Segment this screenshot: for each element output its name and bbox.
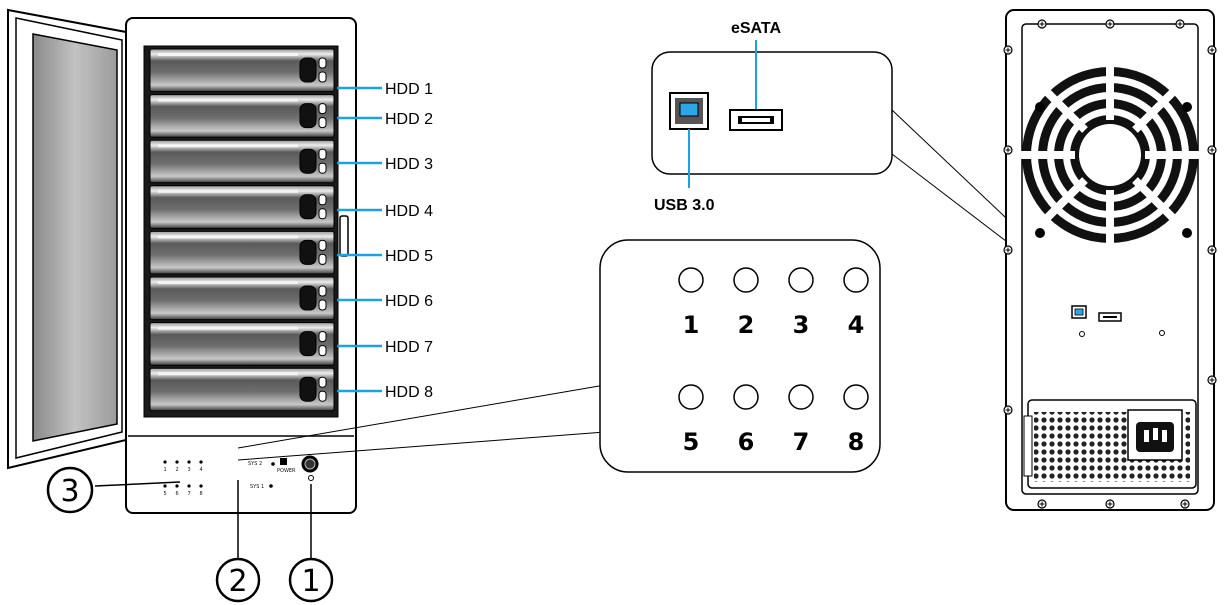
power-icon [308,475,314,481]
callout-1: 1 [288,484,334,603]
drive-tray[interactable] [149,185,335,229]
led-number: 2 [738,311,755,339]
sys-power-panel: SYS 2 POWER SYS 1 [248,455,319,490]
front-led-number: 1 [164,467,167,473]
front-led-number: 5 [164,491,167,497]
front-led [199,484,203,488]
led-indicator [733,384,759,410]
drive-tray[interactable] [149,94,335,138]
front-led-panel: 1 2 3 4 5 6 7 8 [163,460,203,497]
front-led-number: 4 [200,467,203,473]
drive-tray[interactable] [149,48,335,93]
power-supply [1023,399,1197,489]
led-indicator [678,267,704,293]
led-indicator [788,384,814,410]
usb-port [669,92,709,130]
tray-handle[interactable] [299,103,317,129]
callout-3: 3 [46,466,181,514]
tray-handle[interactable] [299,285,317,311]
drive-tray[interactable] [149,139,335,184]
front-led [187,460,191,464]
led-indicator [843,384,869,410]
led-number: 1 [683,311,700,339]
rear-esata-port [1098,312,1122,322]
tray-handle[interactable] [299,331,317,357]
hdd-label: HDD 1 [385,81,433,98]
drive-tray[interactable] [149,322,335,366]
front-led [163,484,167,488]
sys1-led [269,484,273,488]
led-indicator [788,267,814,293]
usb-label: USB 3.0 [654,197,715,214]
hdd-label: HDD 5 [385,248,433,265]
front-led-number: 2 [176,467,179,473]
rear-screws [1003,19,1217,509]
door-latch [339,215,349,257]
sys2-led [271,462,275,466]
hdd-label: HDD 2 [385,111,433,128]
led-number: 8 [848,428,865,456]
callout-2-label: 2 [228,564,247,599]
front-door [7,8,127,470]
hdd-label: HDD 7 [385,339,433,356]
led-number: 6 [738,428,755,456]
drive-tray[interactable] [149,230,335,275]
front-led-number: 7 [188,491,191,497]
hdd-label: HDD 6 [385,293,433,310]
sys1-label: SYS 1 [250,484,264,490]
rear-view [1003,9,1217,511]
led-number: 5 [683,428,700,456]
fan-grille [1018,63,1202,247]
led-number: 7 [793,428,810,456]
front-led [187,484,191,488]
rear-screw-small [1079,331,1085,337]
front-led-number: 3 [188,467,191,473]
rear-usb-port [1071,305,1087,319]
front-led [199,460,203,464]
drive-tray[interactable] [149,367,335,412]
hdd-label: HDD 4 [385,203,433,220]
callout-3-label: 3 [60,474,79,509]
front-led [163,460,167,464]
front-view: HDD 1 HDD 2 HDD 3 HDD 4 HDD 5 HDD 6 HDD 7 HDD 8… [7,8,606,603]
led-number: 3 [793,311,810,339]
zoom-line-top [237,384,606,449]
sys2-label: SYS 2 [248,461,262,467]
power-button-square[interactable] [280,458,287,465]
esata-port [729,109,783,131]
port-zoom-panel: eSATA USB 3.0 [651,20,1079,291]
front-led [175,460,179,464]
power-label: POWER [277,468,296,474]
esata-label: eSATA [731,20,782,37]
led-indicator [733,267,759,293]
front-led-number: 8 [200,491,203,497]
tray-handle[interactable] [299,148,317,174]
zoom-line-bottom [237,431,606,461]
led-number: 4 [848,311,865,339]
led-indicator [678,384,704,410]
hdd-label: HDD 3 [385,156,433,173]
callout-1-label: 1 [301,564,320,599]
tray-handle[interactable] [299,239,317,265]
tray-handle[interactable] [299,57,317,83]
tray-handle[interactable] [299,376,317,402]
hdd-label: HDD 8 [385,384,433,401]
front-led-number: 6 [176,491,179,497]
drive-trays [149,48,335,412]
front-led [175,484,179,488]
power-button-ring [304,458,316,470]
led-zoom-panel: 1 2 3 4 5 6 7 8 [599,239,881,473]
led-indicator [843,267,869,293]
tray-handle[interactable] [299,194,317,220]
drive-tray[interactable] [149,276,335,321]
led-indicators: 1 2 3 4 5 6 7 8 [678,267,869,456]
rear-screw-small-2 [1159,330,1165,336]
hdd-labels: HDD 1 HDD 2 HDD 3 HDD 4 HDD 5 HDD 6 HDD 7 HDD 8 [337,81,433,401]
callout-2: 2 [215,480,261,603]
